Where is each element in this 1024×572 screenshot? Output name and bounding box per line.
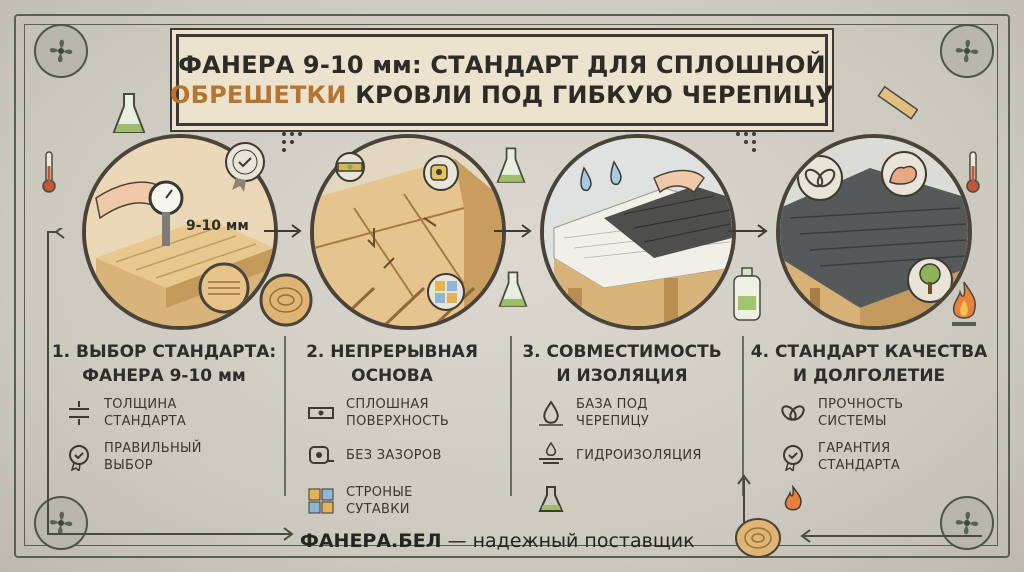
fire-icon (778, 484, 808, 514)
flow-arrow (728, 224, 768, 238)
flow-arrow (494, 224, 532, 238)
column-divider (510, 336, 512, 496)
fire-icon (952, 281, 976, 326)
puzzle-icon (306, 486, 336, 516)
step4-item: ПРОЧНОСТЬ СИСТЕМЫ (778, 396, 903, 430)
outer-frame (14, 14, 1010, 558)
footer-supplier: ФАНЕРА.БЕЛ — надежный поставщик (300, 530, 695, 552)
step2-item: СТРОНЫЕ СУТАВКИ (306, 484, 413, 518)
inner-frame (24, 24, 998, 546)
level-icon (335, 152, 365, 182)
footer-text: — надежный поставщик (441, 530, 695, 552)
thermometer-icon (966, 151, 980, 193)
step4-item-label: ГАРАНТИЯ СТАНДАРТА (818, 441, 901, 473)
return-arrow (800, 529, 982, 543)
step3-item (536, 484, 576, 514)
fan-icon (34, 24, 88, 78)
step3-item: ГИДРОИЗОЛЯЦИЯ (536, 440, 702, 470)
wood-ring-icon (259, 273, 313, 327)
flow-arrow (264, 224, 302, 238)
step2-title: 2. НЕПРЕРЫВНАЯ ОСНОВА (306, 342, 478, 386)
puzzle-icon (427, 273, 465, 311)
step2-item-label: БЕЗ ЗАЗОРОВ (346, 447, 442, 463)
step4-illustration (776, 134, 972, 330)
title-line-2-rest: КРОВЛИ ПОД ГИБКУЮ ЧЕРЕПИЦУ (346, 81, 834, 109)
step2-item: БЕЗ ЗАЗОРОВ (306, 440, 442, 470)
title-accent-word: ОБРЕШЕТКИ (170, 81, 347, 109)
title-line-2: ОБРЕШЕТКИ КРОВЛИ ПОД ГИБКУЮ ЧЕРЕПИЦУ (170, 80, 834, 110)
step4-title: 4. СТАНДАРТ КАЧЕСТВА И ДОЛГОЛЕТИЕ (750, 342, 988, 386)
title-banner: ФАНЕРА 9-10 мм: СТАНДАРТ ДЛЯ СПЛОШНОЙ ОБ… (170, 34, 834, 126)
waterproof-icon (536, 440, 566, 470)
quality-badge-icon (225, 142, 265, 192)
fan-icon (940, 496, 994, 550)
step3-illustration (540, 134, 736, 330)
step4-item: ГАРАНТИЯ СТАНДАРТА (778, 440, 900, 474)
step4-item (778, 484, 818, 514)
step2-item: СПЛОШНАЯ ПОВЕРХНОСТЬ (306, 396, 449, 430)
return-arrow (47, 228, 294, 541)
tape-measure-icon (423, 155, 459, 191)
title-line-1: ФАНЕРА 9-10 мм: СТАНДАРТ ДЛЯ СПЛОШНОЙ (178, 51, 826, 79)
column-divider (284, 336, 286, 496)
dots-pattern-icon (282, 132, 302, 152)
step4-item-label: ПРОЧНОСТЬ СИСТЕМЫ (818, 397, 904, 429)
footer-brand: ФАНЕРА.БЕЛ (300, 530, 442, 552)
flask-icon (498, 271, 528, 307)
step1-item: ПРАВИЛЬНЫЙ ВЫБОР (64, 440, 202, 474)
flask-icon (112, 93, 146, 133)
step3-item-label: ГИДРОИЗОЛЯЦИЯ (576, 447, 702, 463)
step2-item-label: СТРОНЫЕ СУТАВКИ (346, 485, 413, 517)
step3-item-label: БАЗА ПОД ЧЕРЕПИЦУ (576, 397, 650, 429)
tape-measure-icon (306, 440, 336, 470)
warranty-badge-icon (778, 442, 808, 472)
water-drop-icon (536, 398, 566, 428)
step1-item-label: ПРАВИЛЬНЫЙ ВЫБОР (104, 441, 202, 473)
thermometer-icon (42, 151, 56, 193)
thickness-icon (64, 398, 94, 428)
step1-item-label: ТОЛЩИНА СТАНДАРТА (104, 397, 187, 429)
flask-icon (496, 147, 526, 183)
step1-title: 1. ВЫБОР СТАНДАРТА: ФАНЕРА 9-10 мм (51, 342, 277, 386)
bottle-icon (733, 267, 761, 321)
measure-label: 9-10 мм (186, 218, 249, 234)
step1-item: ТОЛЩИНА СТАНДАРТА (64, 396, 186, 430)
column-divider (742, 336, 744, 496)
fan-icon (940, 24, 994, 78)
wood-ring-icon (735, 518, 781, 558)
ruler-icon (877, 85, 918, 120)
quality-badge-icon (64, 442, 94, 472)
dots-pattern-icon (736, 132, 756, 152)
step2-item-label: СПЛОШНАЯ ПОВЕРХНОСТЬ (346, 397, 450, 429)
level-icon (306, 398, 336, 428)
flask-icon (536, 484, 566, 514)
knot-icon (778, 398, 808, 428)
step3-title: 3. СОВМЕСТИМОСТЬ И ИЗОЛЯЦИЯ (522, 342, 722, 386)
step3-item: БАЗА ПОД ЧЕРЕПИЦУ (536, 396, 649, 430)
fan-icon (34, 496, 88, 550)
